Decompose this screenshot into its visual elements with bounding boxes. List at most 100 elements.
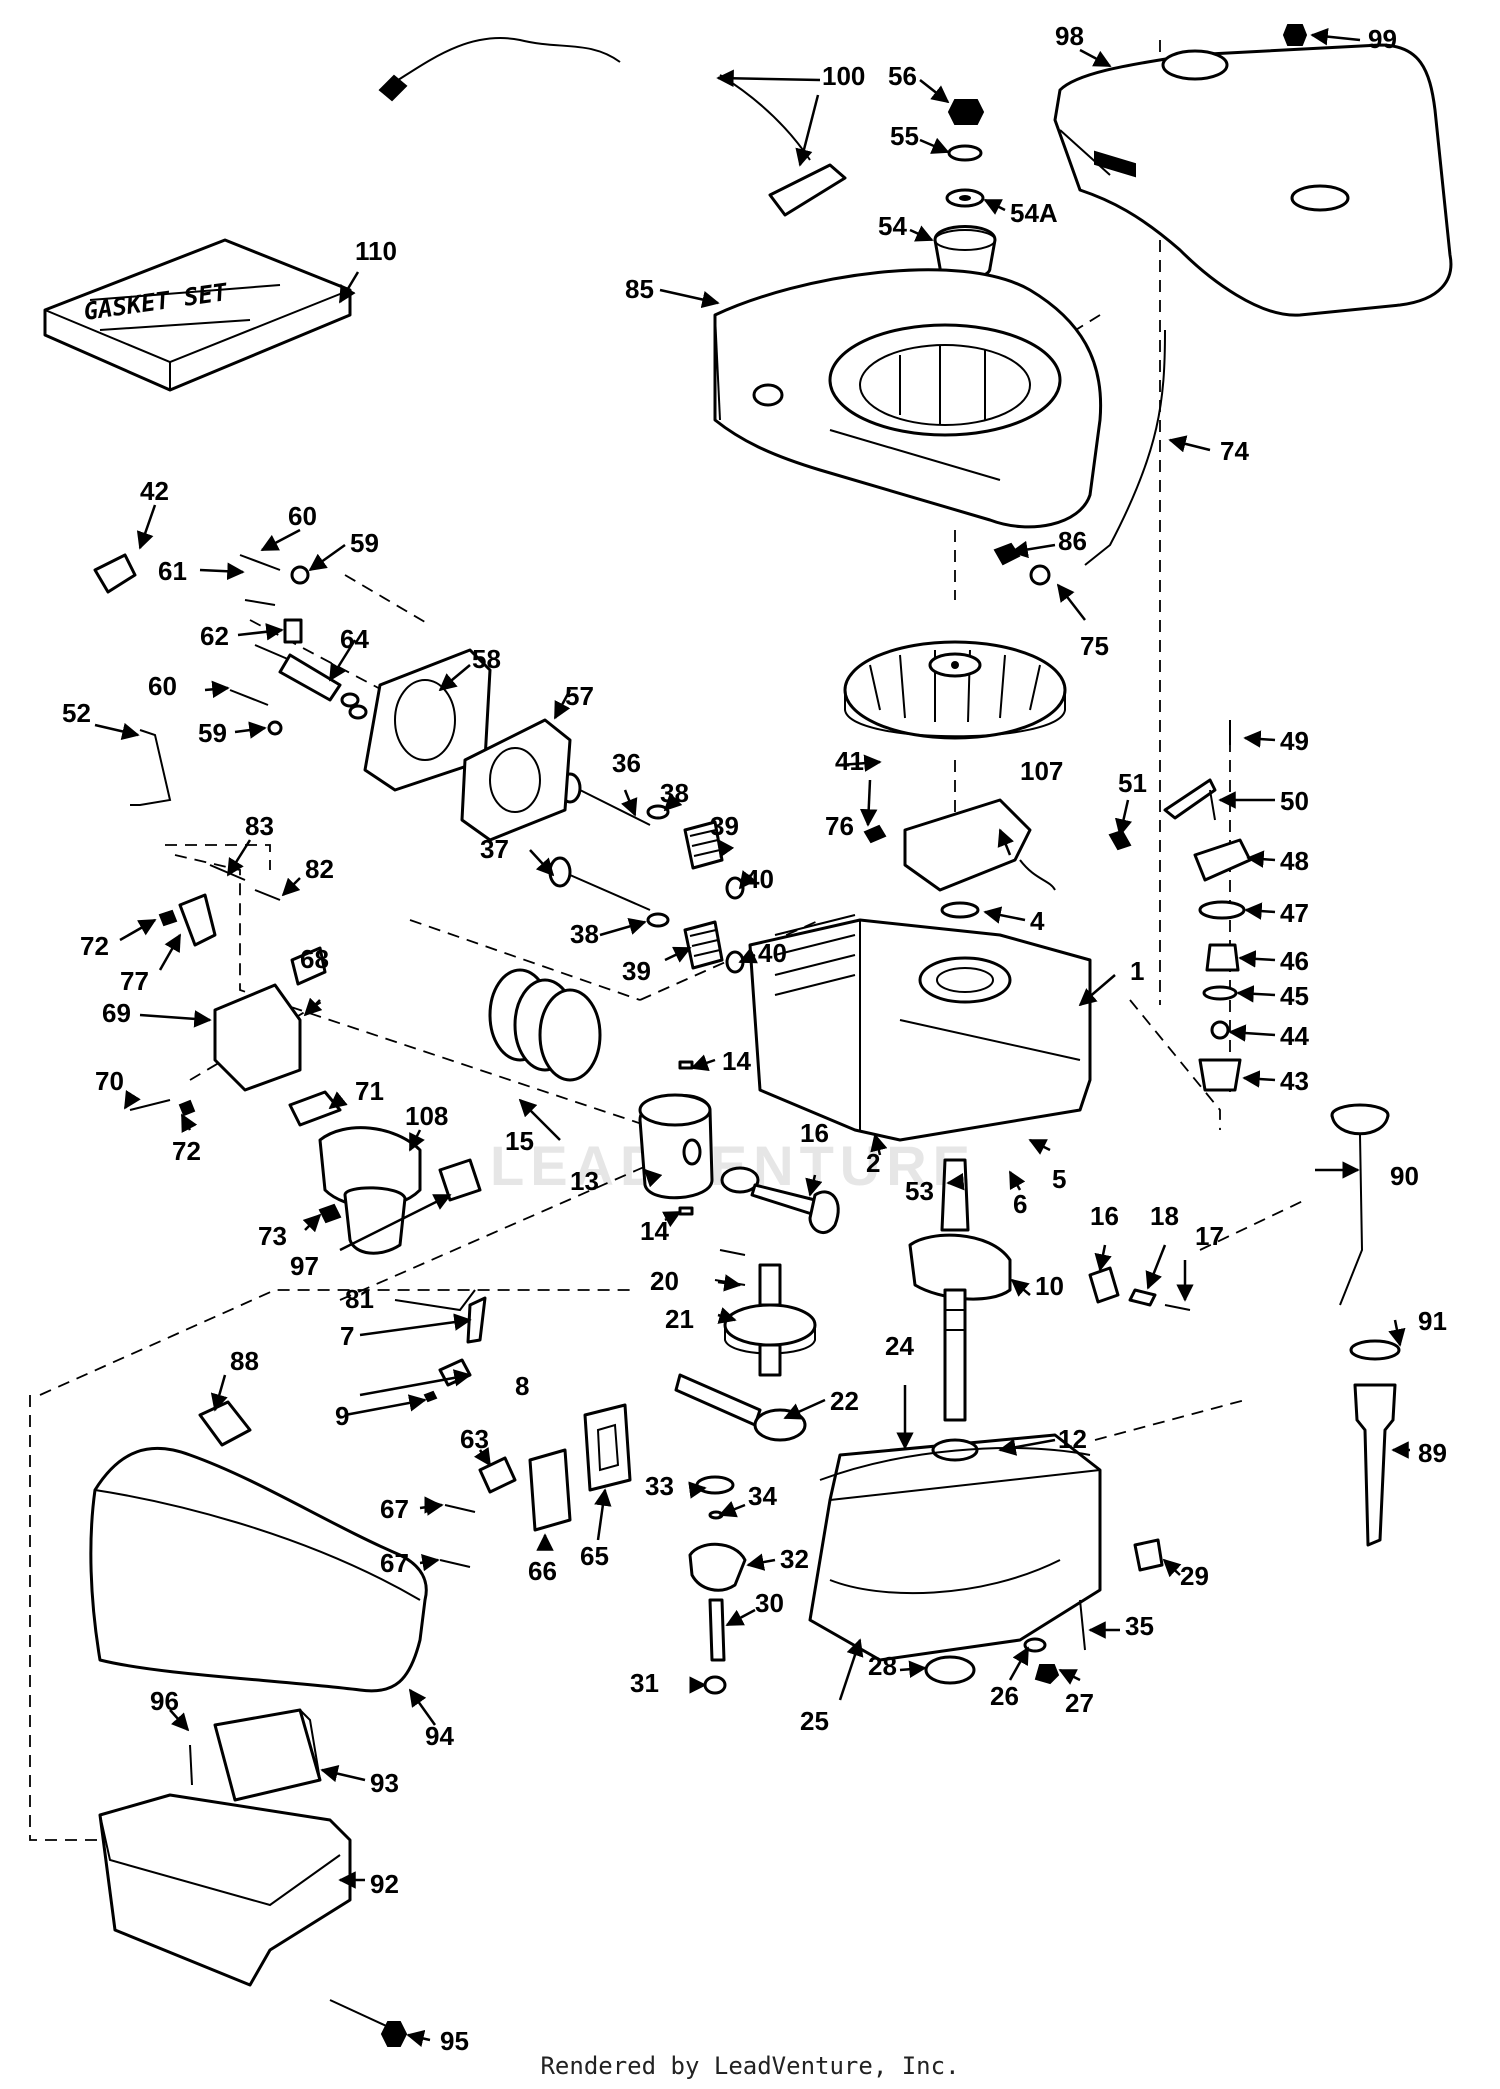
starter-washers [933, 99, 997, 280]
callout-52: 52 [62, 698, 91, 728]
starter-rope [378, 37, 847, 217]
callout-41: 41 [835, 746, 864, 776]
callout-86: 86 [1058, 526, 1087, 556]
gasket-set: GASKET SET [43, 238, 352, 392]
callout-27: 27 [1065, 1688, 1094, 1718]
callout-85: 85 [625, 274, 654, 304]
callout-31: 31 [630, 1668, 659, 1698]
callout-54A: 54A [1010, 198, 1058, 228]
crank-side-parts [1088, 1266, 1191, 1311]
callout-25: 25 [800, 1706, 829, 1736]
callout-16a: 16 [800, 1118, 829, 1148]
connecting-rod [720, 1166, 840, 1235]
callout-12: 12 [1058, 1424, 1087, 1454]
callout-100: 100 [822, 61, 865, 91]
callout-110: 110 [355, 236, 397, 266]
callout-18: 18 [1150, 1201, 1179, 1231]
callout-38a: 38 [660, 778, 689, 808]
callout-73: 73 [258, 1221, 287, 1251]
crankcase-base [808, 1433, 1102, 1662]
callout-91: 91 [1418, 1306, 1447, 1336]
callout-94: 94 [425, 1721, 454, 1751]
base-fasteners [924, 1538, 1164, 1685]
callout-96: 96 [150, 1686, 179, 1716]
callout-95: 95 [440, 2026, 469, 2056]
callout-108: 108 [405, 1101, 448, 1131]
callout-99: 99 [1368, 24, 1397, 54]
callout-26: 26 [990, 1681, 1019, 1711]
callout-38b: 38 [570, 919, 599, 949]
callout-60a: 60 [288, 501, 317, 531]
fuel-tank [1053, 43, 1453, 317]
rendered-by-credit: Rendered by LeadVenture, Inc. [540, 2052, 960, 2080]
callout-labels: 1 2 4 5 6 7 8 9 10 12 13 14 14 15 16 16 … [62, 21, 1447, 2056]
spark-plug-and-bolts [229, 554, 368, 736]
callout-76: 76 [825, 811, 854, 841]
governor-gear [674, 1373, 807, 1442]
callout-62: 62 [200, 621, 229, 651]
callout-90: 90 [1390, 1161, 1419, 1191]
callout-64: 64 [340, 624, 369, 654]
callout-28: 28 [868, 1651, 897, 1681]
callout-39b: 39 [622, 956, 651, 986]
callout-2: 2 [866, 1148, 880, 1178]
callout-63: 63 [460, 1424, 489, 1454]
callout-46: 46 [1280, 946, 1309, 976]
callout-20: 20 [650, 1266, 679, 1296]
callout-71: 71 [355, 1076, 384, 1106]
callout-7: 7 [340, 1321, 354, 1351]
callout-88: 88 [230, 1346, 259, 1376]
governor-linkage [158, 864, 281, 947]
callout-15: 15 [505, 1126, 534, 1156]
callout-9: 9 [335, 1401, 349, 1431]
callout-81: 81 [345, 1284, 374, 1314]
callout-59b: 59 [198, 718, 227, 748]
callout-16b: 16 [1090, 1201, 1119, 1231]
callout-54: 54 [878, 211, 907, 241]
callout-66: 66 [528, 1556, 557, 1586]
callout-93: 93 [370, 1768, 399, 1798]
callout-43: 43 [1280, 1066, 1309, 1096]
callout-10: 10 [1035, 1271, 1064, 1301]
air-filter-cover [89, 1447, 428, 1693]
callout-5: 5 [1052, 1164, 1066, 1194]
callout-68: 68 [300, 944, 329, 974]
callout-60b: 60 [148, 671, 177, 701]
filter-gasket [198, 1400, 252, 1447]
callout-40a: 40 [745, 864, 774, 894]
callout-37: 37 [480, 834, 509, 864]
callout-40b: 40 [758, 938, 787, 968]
throttle-linkage [394, 1289, 487, 1403]
callout-24: 24 [885, 1331, 914, 1361]
callout-83: 83 [245, 811, 274, 841]
callout-44: 44 [1280, 1021, 1309, 1051]
ignition-module [863, 798, 1056, 919]
callout-39a: 39 [710, 811, 739, 841]
callout-30: 30 [755, 1588, 784, 1618]
callout-51: 51 [1118, 768, 1147, 798]
callout-50: 50 [1280, 786, 1309, 816]
callout-1: 1 [1130, 956, 1144, 986]
callout-74: 74 [1220, 436, 1249, 466]
callout-72b: 72 [172, 1136, 201, 1166]
callout-57: 57 [565, 681, 594, 711]
callout-35: 35 [1125, 1611, 1154, 1641]
callout-65: 65 [580, 1541, 609, 1571]
callout-70: 70 [95, 1066, 124, 1096]
blower-housing [713, 268, 1103, 529]
callout-67a: 67 [380, 1494, 409, 1524]
flywheel [843, 640, 1067, 740]
callout-58: 58 [472, 644, 501, 674]
cylinder-head [363, 648, 572, 842]
callout-97: 97 [290, 1251, 319, 1281]
callout-82: 82 [305, 854, 334, 884]
callout-21: 21 [665, 1304, 694, 1334]
callout-45: 45 [1280, 981, 1309, 1011]
cylinder-block [748, 914, 1092, 1142]
callout-75: 75 [1080, 631, 1109, 661]
callout-98: 98 [1055, 21, 1084, 51]
air-filter-base [98, 1708, 408, 2047]
callout-77: 77 [120, 966, 149, 996]
callout-14b: 14 [640, 1216, 669, 1246]
callout-89: 89 [1418, 1438, 1447, 1468]
